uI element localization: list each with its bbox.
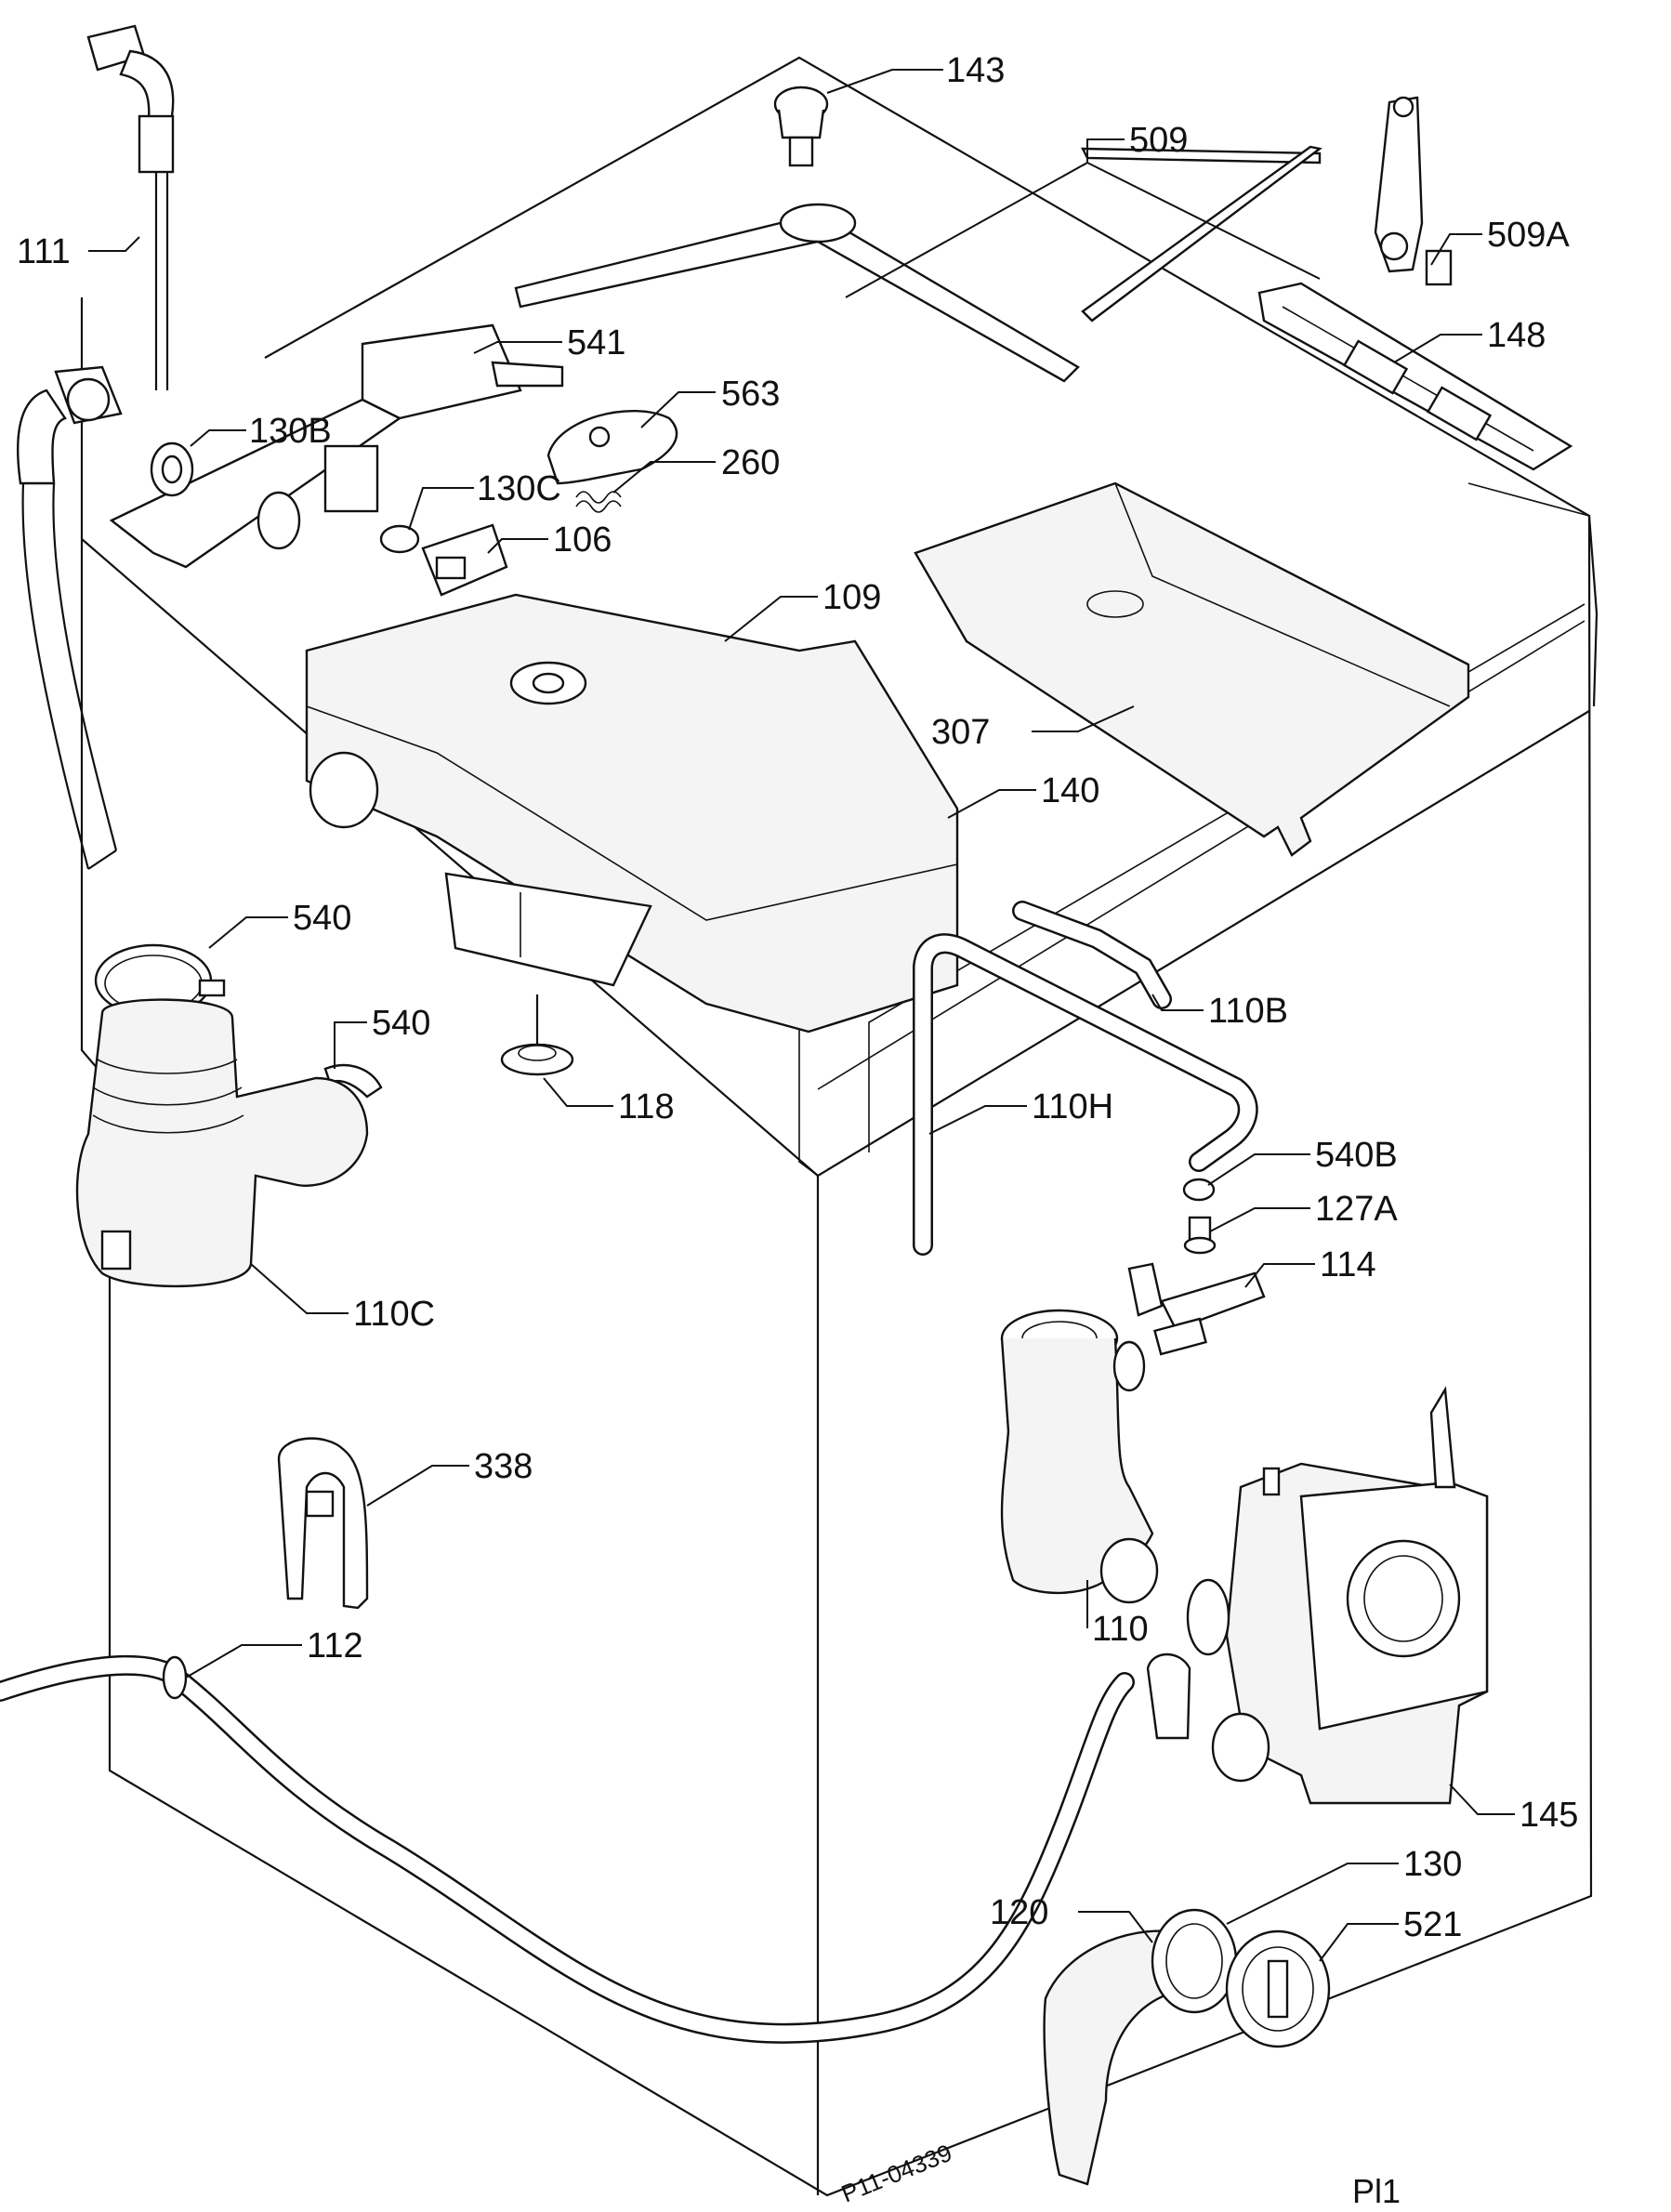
label-118: 118 — [618, 1087, 675, 1126]
label-140: 140 — [1041, 771, 1099, 810]
clip-106 — [421, 523, 508, 597]
label-110h: 110H — [1032, 1087, 1113, 1126]
leader-lines — [88, 69, 1515, 1962]
lever-509a — [1374, 96, 1453, 286]
label-114: 114 — [1320, 1245, 1376, 1284]
drawer-307 — [914, 481, 1470, 857]
knob-143 — [773, 86, 829, 167]
label-509a: 509A — [1487, 216, 1570, 255]
pressure-switch-541 — [109, 323, 564, 569]
label-540b: 540B — [1315, 1136, 1398, 1175]
label-143: 143 — [946, 51, 1005, 90]
label-120: 120 — [990, 1893, 1048, 1932]
label-509: 509 — [1129, 121, 1188, 160]
label-260: 260 — [721, 443, 780, 482]
label-338: 338 — [474, 1447, 533, 1486]
filter-118 — [500, 994, 574, 1076]
label-148: 148 — [1487, 316, 1546, 355]
label-145: 145 — [1520, 1796, 1578, 1835]
label-563: 563 — [721, 375, 780, 414]
label-130: 130 — [1403, 1845, 1462, 1884]
label-130c: 130C — [477, 469, 561, 508]
label-540-lower: 540 — [372, 1004, 430, 1043]
cover-563 — [546, 410, 678, 485]
label-110c: 110C — [353, 1295, 435, 1334]
label-130b: 130B — [249, 412, 332, 451]
hose-110h — [913, 933, 1258, 1256]
inlet-hose-111 — [86, 24, 175, 390]
label-112: 112 — [307, 1626, 363, 1666]
label-307: 307 — [931, 713, 990, 752]
label-110b: 110B — [1208, 992, 1288, 1031]
label-541: 541 — [567, 323, 625, 362]
filter-hose-120 — [1043, 1929, 1201, 2186]
label-111: 111 — [17, 232, 71, 271]
page-label: Pl1 — [1352, 2172, 1401, 2210]
seal-130 — [1151, 1908, 1238, 2014]
clip-540b — [1182, 1178, 1216, 1202]
label-110: 110 — [1092, 1610, 1149, 1649]
seal-130c — [379, 524, 420, 554]
spring-260 — [575, 491, 622, 513]
inlet-hose-111-lower — [17, 365, 123, 870]
callout-labels: 143 509 509A 111 541 563 148 130B 260 13… — [17, 51, 1578, 1944]
sump-hose-110 — [1000, 1309, 1159, 1604]
bellows-110c — [75, 998, 369, 1288]
dispenser-housing-109 — [305, 593, 959, 1034]
valve-127a — [1183, 1216, 1217, 1255]
hose-110b — [1012, 901, 1172, 1009]
label-540-upper: 540 — [293, 899, 351, 938]
lever-509 — [514, 145, 1322, 383]
label-521: 521 — [1403, 1905, 1462, 1944]
label-106: 106 — [553, 520, 612, 560]
valve-114 — [1127, 1262, 1266, 1356]
hose-guide-338 — [277, 1437, 369, 1610]
cap-521 — [1225, 1929, 1331, 2048]
label-109: 109 — [822, 578, 881, 617]
bracket-148 — [1257, 282, 1573, 471]
drawing-reference: P11-04339 — [837, 2139, 955, 2208]
label-127a: 127A — [1315, 1190, 1398, 1229]
pump-145 — [1146, 1386, 1489, 1805]
plug-130b — [150, 441, 194, 497]
drain-hose-112 — [0, 1654, 1135, 2044]
